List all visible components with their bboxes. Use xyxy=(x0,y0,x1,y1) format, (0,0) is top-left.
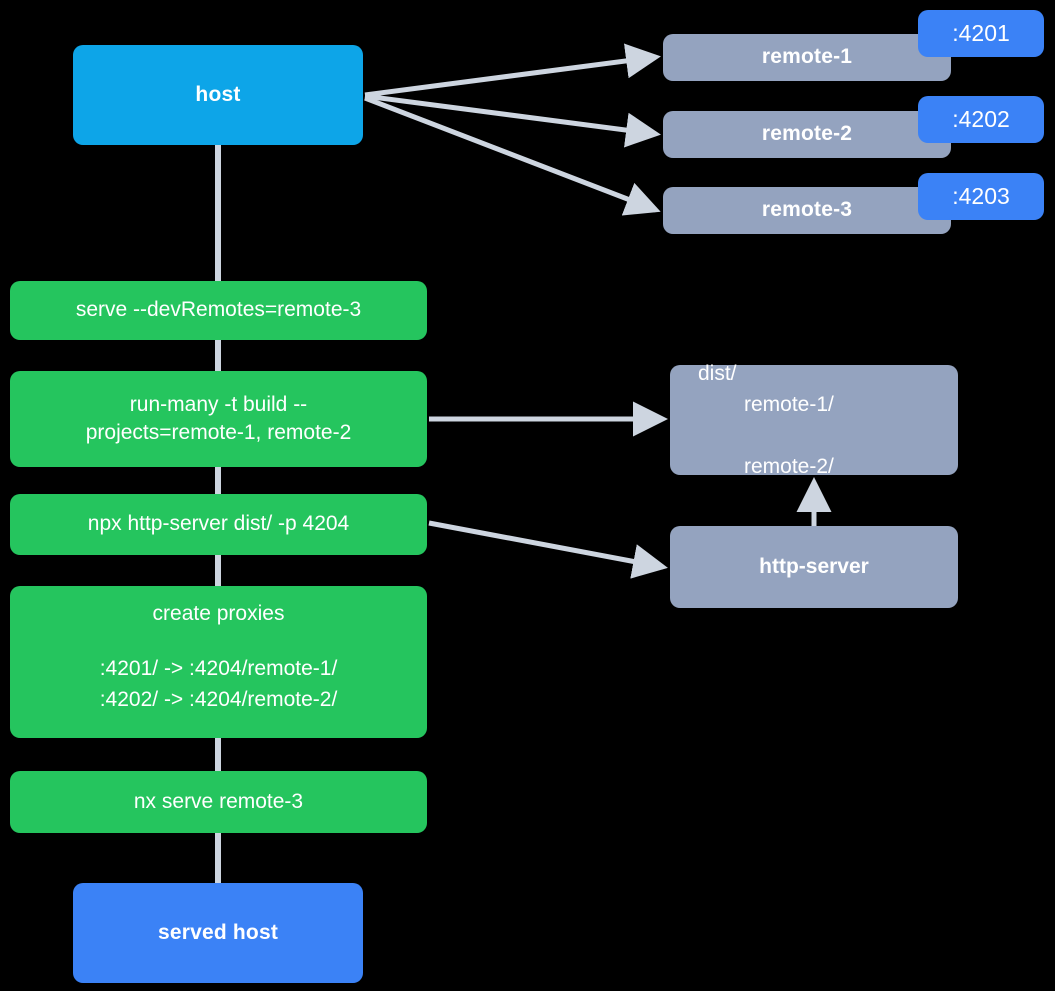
port-badge-remote-1[interactable]: :4201 xyxy=(918,10,1044,57)
node-command-serve-devremotes[interactable]: serve --devRemotes=remote-3 xyxy=(10,281,427,340)
node-dist-folder[interactable]: dist/ remote-1/ remote-2/ xyxy=(670,362,958,478)
proxy-rule-1: :4201/ -> :4204/remote-1/ xyxy=(99,657,338,681)
dist-folder-child-remote-2: remote-2/ xyxy=(744,455,834,479)
create-proxies-title: create proxies xyxy=(152,602,285,625)
node-remote-1-label: remote-1 xyxy=(761,45,853,69)
node-remote-1[interactable]: remote-1 xyxy=(663,34,951,81)
edge-host-to-remote-3 xyxy=(364,95,661,216)
node-remote-3[interactable]: remote-3 xyxy=(663,187,951,234)
node-command-npx-http-server-label: npx http-server dist/ -p 4204 xyxy=(87,512,350,536)
port-badge-remote-3[interactable]: :4203 xyxy=(918,173,1044,220)
dist-folder-tree: dist/ remote-1/ remote-2/ xyxy=(670,327,958,513)
proxy-rule-2: :4202/ -> :4204/remote-2/ xyxy=(99,687,338,711)
node-served-host-label: served host xyxy=(157,920,279,944)
node-http-server-label: http-server xyxy=(759,554,869,578)
port-badge-remote-3-label: :4203 xyxy=(952,183,1010,209)
node-command-nx-serve-remote-3[interactable]: nx serve remote-3 xyxy=(10,771,427,833)
node-host-label: host xyxy=(195,82,241,106)
node-command-run-many-label: run-many -t build -- projects=remote-1, … xyxy=(85,392,352,444)
node-command-run-many[interactable]: run-many -t build -- projects=remote-1, … xyxy=(10,371,427,467)
node-create-proxies[interactable]: create proxies :4201/ -> :4204/remote-1/… xyxy=(10,586,427,738)
create-proxies-body: create proxies :4201/ -> :4204/remote-1/… xyxy=(10,586,427,738)
node-command-npx-http-server[interactable]: npx http-server dist/ -p 4204 xyxy=(10,494,427,555)
node-served-host[interactable]: served host xyxy=(73,883,363,983)
port-badge-remote-2[interactable]: :4202 xyxy=(918,96,1044,143)
edge-npx-to-httpserver xyxy=(428,520,668,579)
node-command-nx-serve-remote-3-label: nx serve remote-3 xyxy=(133,789,304,813)
node-http-server[interactable]: http-server xyxy=(670,526,958,608)
node-remote-3-label: remote-3 xyxy=(761,198,853,222)
node-command-serve-devremotes-label: serve --devRemotes=remote-3 xyxy=(75,298,362,322)
node-remote-2[interactable]: remote-2 xyxy=(663,111,951,158)
dist-folder-root: dist/ xyxy=(698,361,737,385)
node-remote-2-label: remote-2 xyxy=(761,122,853,146)
edge-host-to-remote-2 xyxy=(364,93,661,148)
port-badge-remote-2-label: :4202 xyxy=(952,106,1010,132)
node-host[interactable]: host xyxy=(73,45,363,145)
edge-host-to-remote-1 xyxy=(364,43,661,98)
dist-folder-child-remote-1: remote-1/ xyxy=(744,392,834,416)
port-badge-remote-1-label: :4201 xyxy=(952,20,1010,46)
